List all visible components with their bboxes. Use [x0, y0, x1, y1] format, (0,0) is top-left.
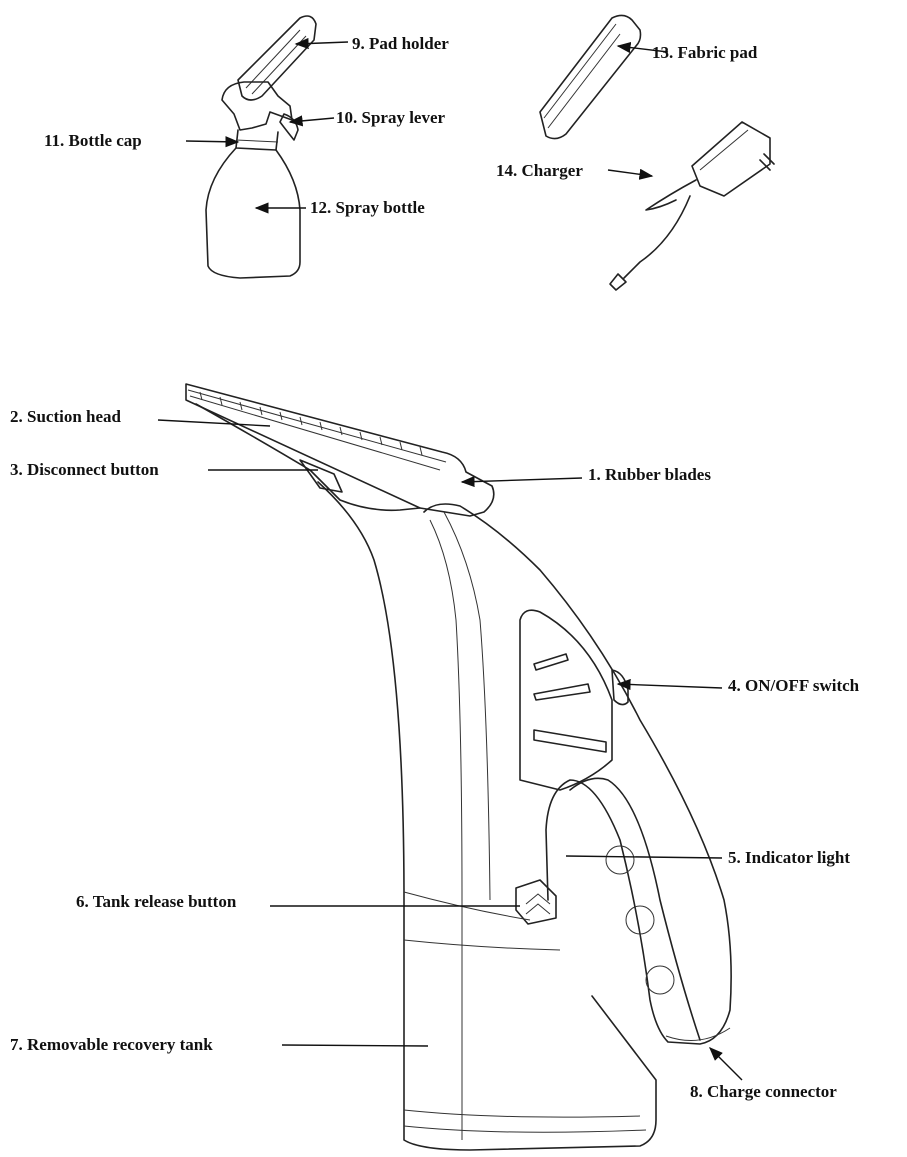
label-indicator-light: 5. Indicator light — [728, 848, 851, 867]
window-vacuum-drawing — [185, 383, 732, 1151]
label-spray-lever: 10. Spray lever — [336, 108, 446, 127]
fabric-pad-drawing — [539, 14, 642, 140]
label-removable-recovery-tank: 7. Removable recovery tank — [10, 1035, 213, 1054]
label-fabric-pad: 13. Fabric pad — [652, 43, 758, 62]
label-bottle-cap: 11. Bottle cap — [44, 131, 142, 150]
spray-bottle-drawing — [205, 15, 317, 279]
label-rubber-blades: 1. Rubber blades — [588, 465, 711, 484]
label-suction-head: 2. Suction head — [10, 407, 121, 426]
label-spray-bottle: 12. Spray bottle — [310, 198, 425, 217]
label-tank-release-button: 6. Tank release button — [76, 892, 237, 911]
leader-lines — [157, 37, 743, 1081]
label-pad-holder: 9. Pad holder — [352, 34, 449, 53]
label-charge-connector: 8. Charge connector — [690, 1082, 837, 1101]
label-disconnect-button: 3. Disconnect button — [10, 460, 159, 479]
label-on-off-switch: 4. ON/OFF switch — [728, 676, 860, 695]
label-charger: 14. Charger — [496, 161, 583, 180]
charger-drawing — [609, 121, 775, 291]
